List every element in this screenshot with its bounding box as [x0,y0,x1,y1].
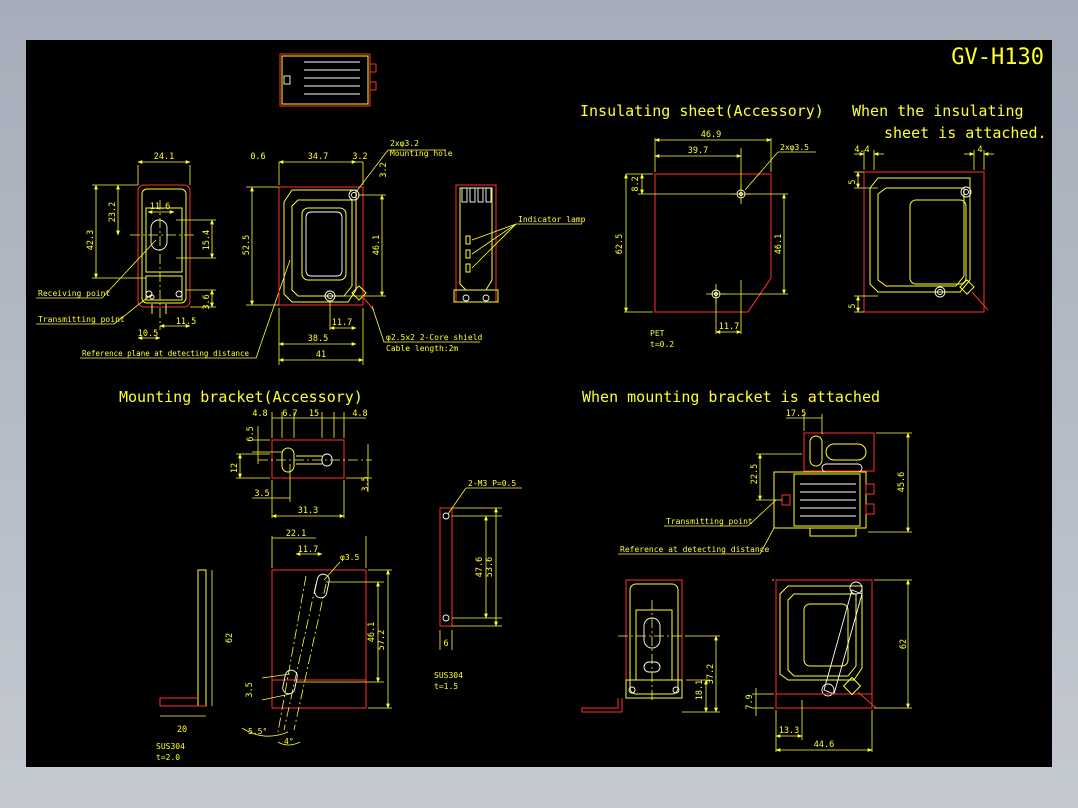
label-mounting-hole-size: 2xφ3.2 [390,139,419,148]
label-bracket-material: SUS304 [156,742,185,751]
label-mounted-transmitting: Transmitting point [666,517,753,526]
dim-bracket-12: 12 [230,463,240,473]
dim-bracket-46-1: 46.1 [367,622,377,642]
dim-front-41: 41 [316,350,326,360]
dim-sheet-8-2: 8.2 [631,176,641,191]
mounted-front-view: 62 7.9 13.3 44.6 [745,579,912,752]
heading-when-insulating-2: sheet is attached. [884,124,1047,142]
label-mounted-reference: Reference at detecting distance [620,545,769,554]
dim-sheet-46-1: 46.1 [774,234,784,254]
insulated-view: 4.4 4 5 5 [848,145,994,313]
label-sheet-material: PET [650,329,665,338]
dim-mounted-17-5: 17.5 [786,409,806,419]
dim-insul-4: 4 [977,145,982,155]
label-receiving-point: Receiving point [38,289,110,298]
label-reference-plane: Reference plane at detecting distance [82,349,250,358]
bracket-top-view: 4.8 6.7 15 4.8 6.5 12 3.5 3.5 31.3 [230,409,372,518]
label-plate-screws: 2-M3 P=0.5 [468,479,516,488]
dim-insul-4-4: 4.4 [854,145,869,155]
dim-side-10-5: 10.5 [138,329,158,339]
front-view: 52.5 0.6 34.7 3.2 3.2 46.1 11.7 38.5 41 … [242,139,483,365]
top-view [279,53,377,107]
mounted-top-view: 17.5 22.5 45.6 Transmitting point Refere… [618,409,912,555]
dim-front-0-6: 0.6 [250,152,265,162]
dim-sheet-hole-x: 39.7 [688,146,708,156]
heading-when-insulating-1: When the insulating [852,102,1024,120]
dim-sheet-height: 62.5 [615,234,625,254]
dim-mounted-13-3: 13.3 [779,726,799,736]
heading-insulating-sheet: Insulating sheet(Accessory) [580,102,824,120]
drawing-title: GV-H130 [951,45,1044,70]
dim-side-height: 42.3 [86,230,96,250]
dim-mounted-7-9: 7.9 [745,694,755,709]
label-plate-material: SUS304 [434,671,463,680]
dim-insul-5-bottom: 5 [848,303,858,308]
label-mounting-hole: Mounting hole [390,149,453,158]
dim-side-width: 24.1 [154,152,174,162]
dim-side-11-5: 11.5 [176,317,196,327]
heading-mounting-bracket: Mounting bracket(Accessory) [119,388,363,406]
dim-insul-5-top: 5 [848,179,858,184]
insulating-sheet-view: 46.9 39.7 8.2 62.5 46.1 11.7 2xφ3.5 PET … [615,130,816,349]
dim-front-38-5: 38.5 [308,334,328,344]
dim-front-3-2-top: 3.2 [352,152,367,162]
dim-bracket-3-5-bottom: 3.5 [245,682,255,697]
side-view: 24.1 42.3 23.2 11.6 15.4 3.6 10.5 11.5 R… [36,152,291,359]
dim-bracket-11-7: 11.7 [298,545,318,555]
back-view: Indicator lamp [453,184,586,303]
dim-mounted-18-1: 18.1 [695,680,705,700]
dim-sheet-11-7: 11.7 [719,322,739,332]
label-cable-spec: φ2.5x2 2-Core shield [386,333,483,342]
label-indicator-lamp: Indicator lamp [518,215,586,224]
heading-when-mounting: When mounting bracket is attached [582,388,880,406]
dim-front-height: 52.5 [242,235,252,255]
dim-bracket-6-7: 6.7 [282,409,297,419]
dim-bracket-20: 20 [177,725,187,735]
dim-front-46-1: 46.1 [372,235,382,255]
dim-plate-47-6: 47.6 [475,557,485,577]
dim-mounted-62: 62 [899,639,909,649]
dim-front-11-7: 11.7 [332,318,352,328]
mounted-side-view: 37.2 18.1 [581,579,720,713]
dim-bracket-57-2: 57.2 [377,630,387,650]
cad-drawing-area: GV-H130 24.1 42.3 23.2 11. [26,40,1052,767]
dim-sheet-width: 46.9 [701,130,721,140]
dim-bracket-angle-4: 4° [284,737,294,746]
label-sheet-thickness: t=0.2 [650,340,674,349]
screw-plate-view: 47.6 53.6 6 2-M3 P=0.5 SUS304 t=1.5 [434,479,522,691]
dim-mounted-22-5: 22.5 [750,464,760,484]
label-plate-thickness: t=1.5 [434,682,458,691]
dim-side-bottom: 3.6 [202,294,212,309]
dim-bracket-4-8-b: 4.8 [352,409,367,419]
dim-mounted-44-6: 44.6 [814,740,834,750]
dim-bracket-6-5: 6.5 [246,426,256,441]
label-bracket-thickness: t=2.0 [156,753,180,762]
dim-side-upper: 23.2 [108,202,118,222]
dim-front-34-7: 34.7 [308,152,328,162]
dim-plate-6: 6 [443,639,448,649]
dim-side-lens-height: 15.4 [202,230,212,250]
dim-front-3-2-side: 3.2 [379,162,389,177]
dim-bracket-angle-5-5: 5.5° [248,727,267,736]
label-cable-length: Cable length:2m [386,344,458,353]
dim-bracket-3-5-right: 3.5 [361,476,371,491]
dim-bracket-31-3: 31.3 [298,506,318,516]
bracket-front-view: 22.1 11.7 φ3.5 62 46.1 57.2 3.5 5.5° 4° … [156,529,392,762]
dim-bracket-22-1: 22.1 [286,529,306,539]
label-transmitting-point: Transmitting point [38,315,125,324]
dim-bracket-15: 15 [309,409,319,419]
label-sheet-holes: 2xφ3.5 [780,143,809,152]
label-bracket-hole: φ3.5 [340,553,359,562]
dim-bracket-4-8-a: 4.8 [252,409,267,419]
dim-side-lens: 11.6 [150,202,170,212]
dim-mounted-45-6: 45.6 [897,472,907,492]
technical-drawing: GV-H130 24.1 42.3 23.2 11. [36,45,1047,762]
dim-bracket-3-5-left: 3.5 [254,489,269,499]
dim-plate-53-6: 53.6 [485,557,495,577]
dim-bracket-height-62: 62 [225,633,235,643]
dim-mounted-37-2: 37.2 [706,664,716,684]
